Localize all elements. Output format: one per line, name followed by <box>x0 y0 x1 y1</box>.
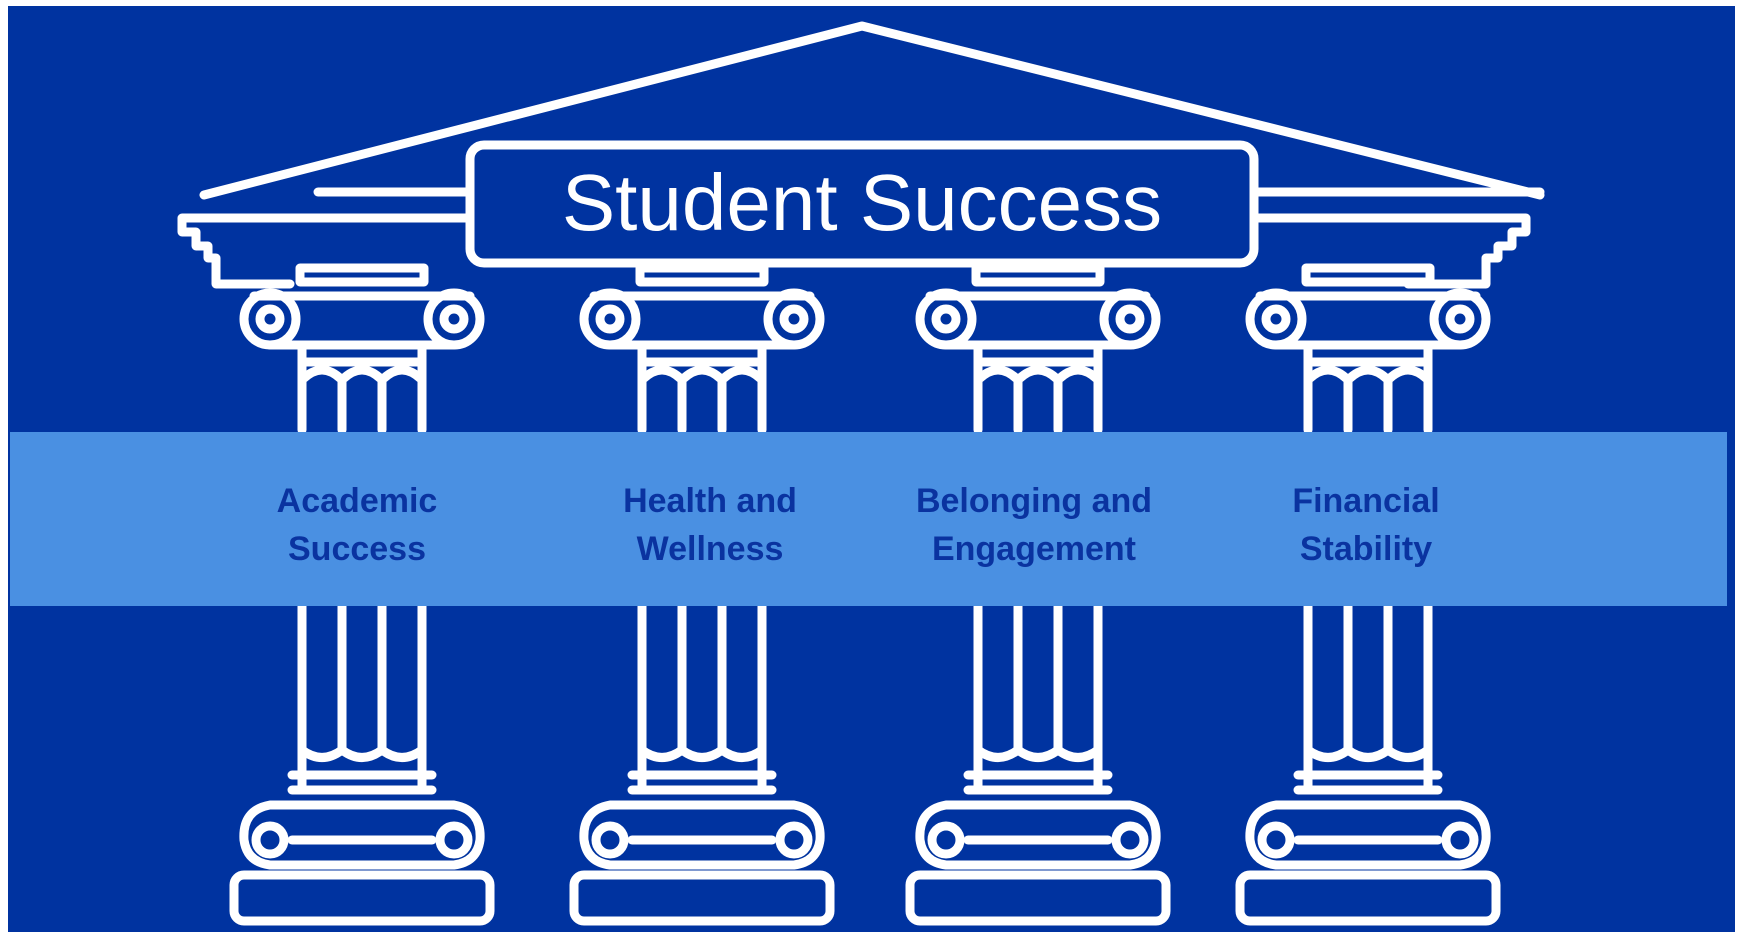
pillar-1-label-line2: Success <box>288 530 426 568</box>
pillar-4-label-line1: Financial <box>1292 482 1439 520</box>
diagram-title: Student Success <box>562 158 1162 247</box>
pillar-3-label-line1: Belonging and <box>916 482 1152 520</box>
pillar-2-label-line1: Health and <box>623 482 797 520</box>
roof-gable <box>199 21 1545 200</box>
pillar-2-label-line2: Wellness <box>637 530 784 568</box>
pillar-4-label-line2: Stability <box>1300 530 1432 568</box>
pillar-3-label-line2: Engagement <box>932 530 1136 568</box>
pillar-band <box>10 432 1727 606</box>
title-plaque <box>465 140 1259 268</box>
roof <box>177 21 1545 289</box>
pillar-labels: Academic Success Health and Wellness Bel… <box>277 482 1440 568</box>
entablature <box>177 213 1531 289</box>
pillar-1-label-line1: Academic <box>277 482 438 520</box>
